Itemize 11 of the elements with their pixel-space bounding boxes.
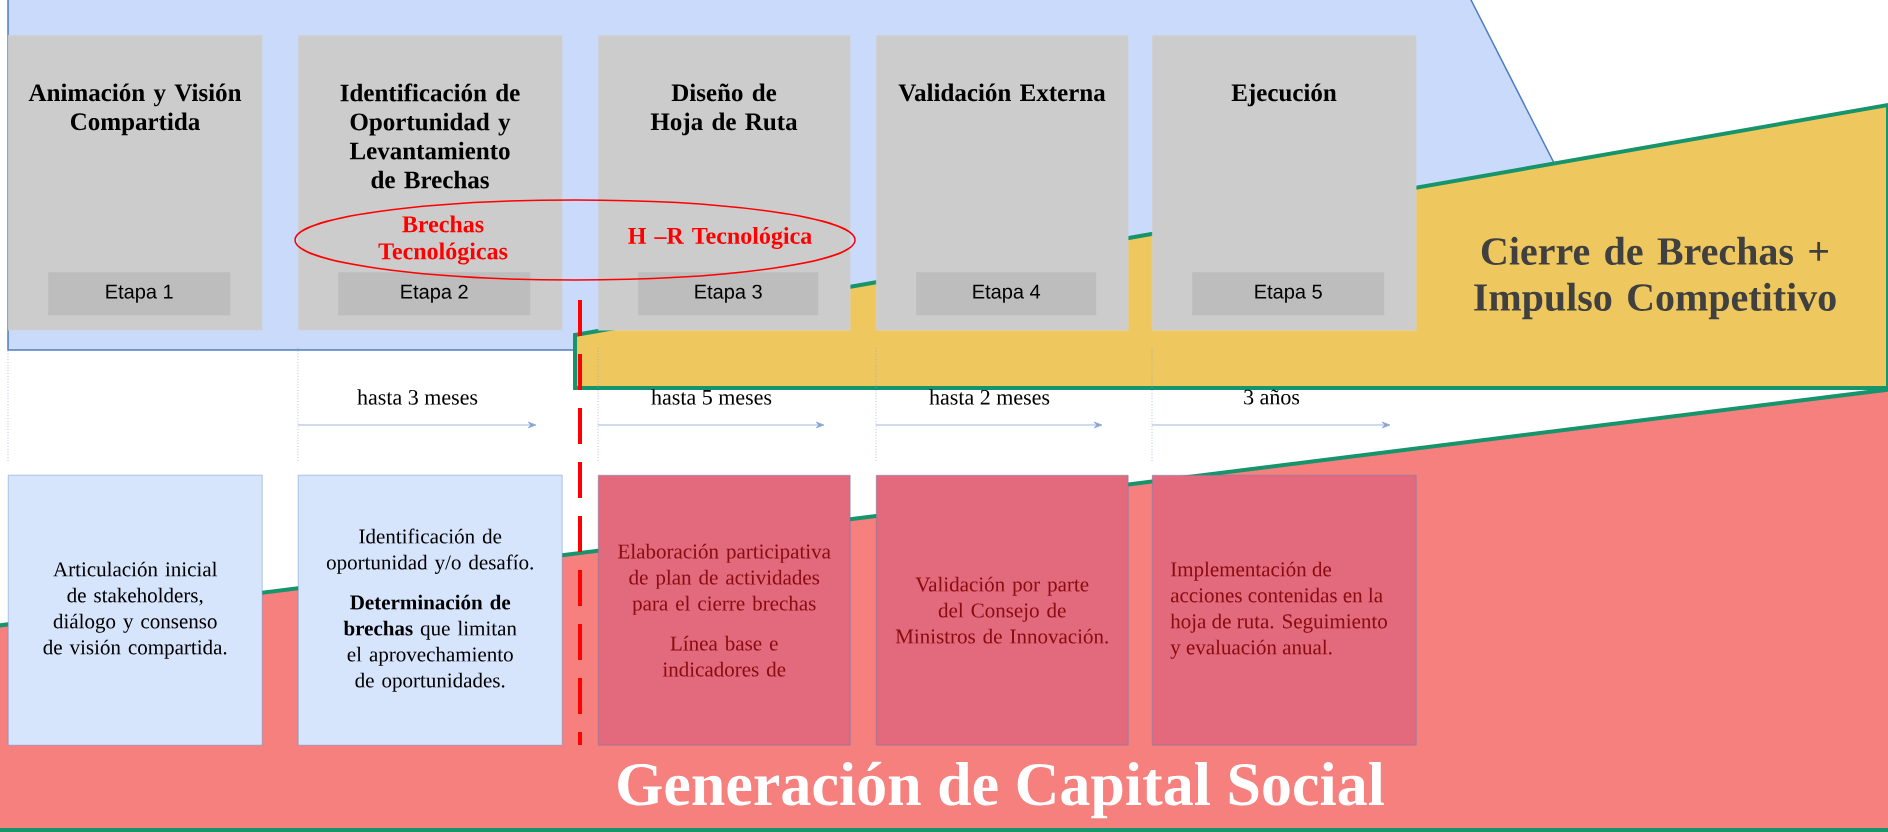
stage-label: Etapa 5 (1192, 272, 1385, 316)
stage-label: Etapa 2 (338, 272, 531, 316)
duration-label: hasta 5 meses (651, 389, 772, 405)
stage-label: Etapa 4 (916, 272, 1097, 316)
stage-label: Etapa 3 (638, 272, 819, 316)
highlight-text: Brechas Tecnológicas (378, 215, 508, 265)
duration-label: hasta 3 meses (357, 389, 478, 405)
duration-label: hasta 2 meses (929, 389, 1050, 405)
stage-label: Etapa 1 (48, 272, 231, 316)
duration-label: 3 años (1244, 389, 1300, 405)
highlight-text: H –R Tecnológica (628, 227, 812, 249)
